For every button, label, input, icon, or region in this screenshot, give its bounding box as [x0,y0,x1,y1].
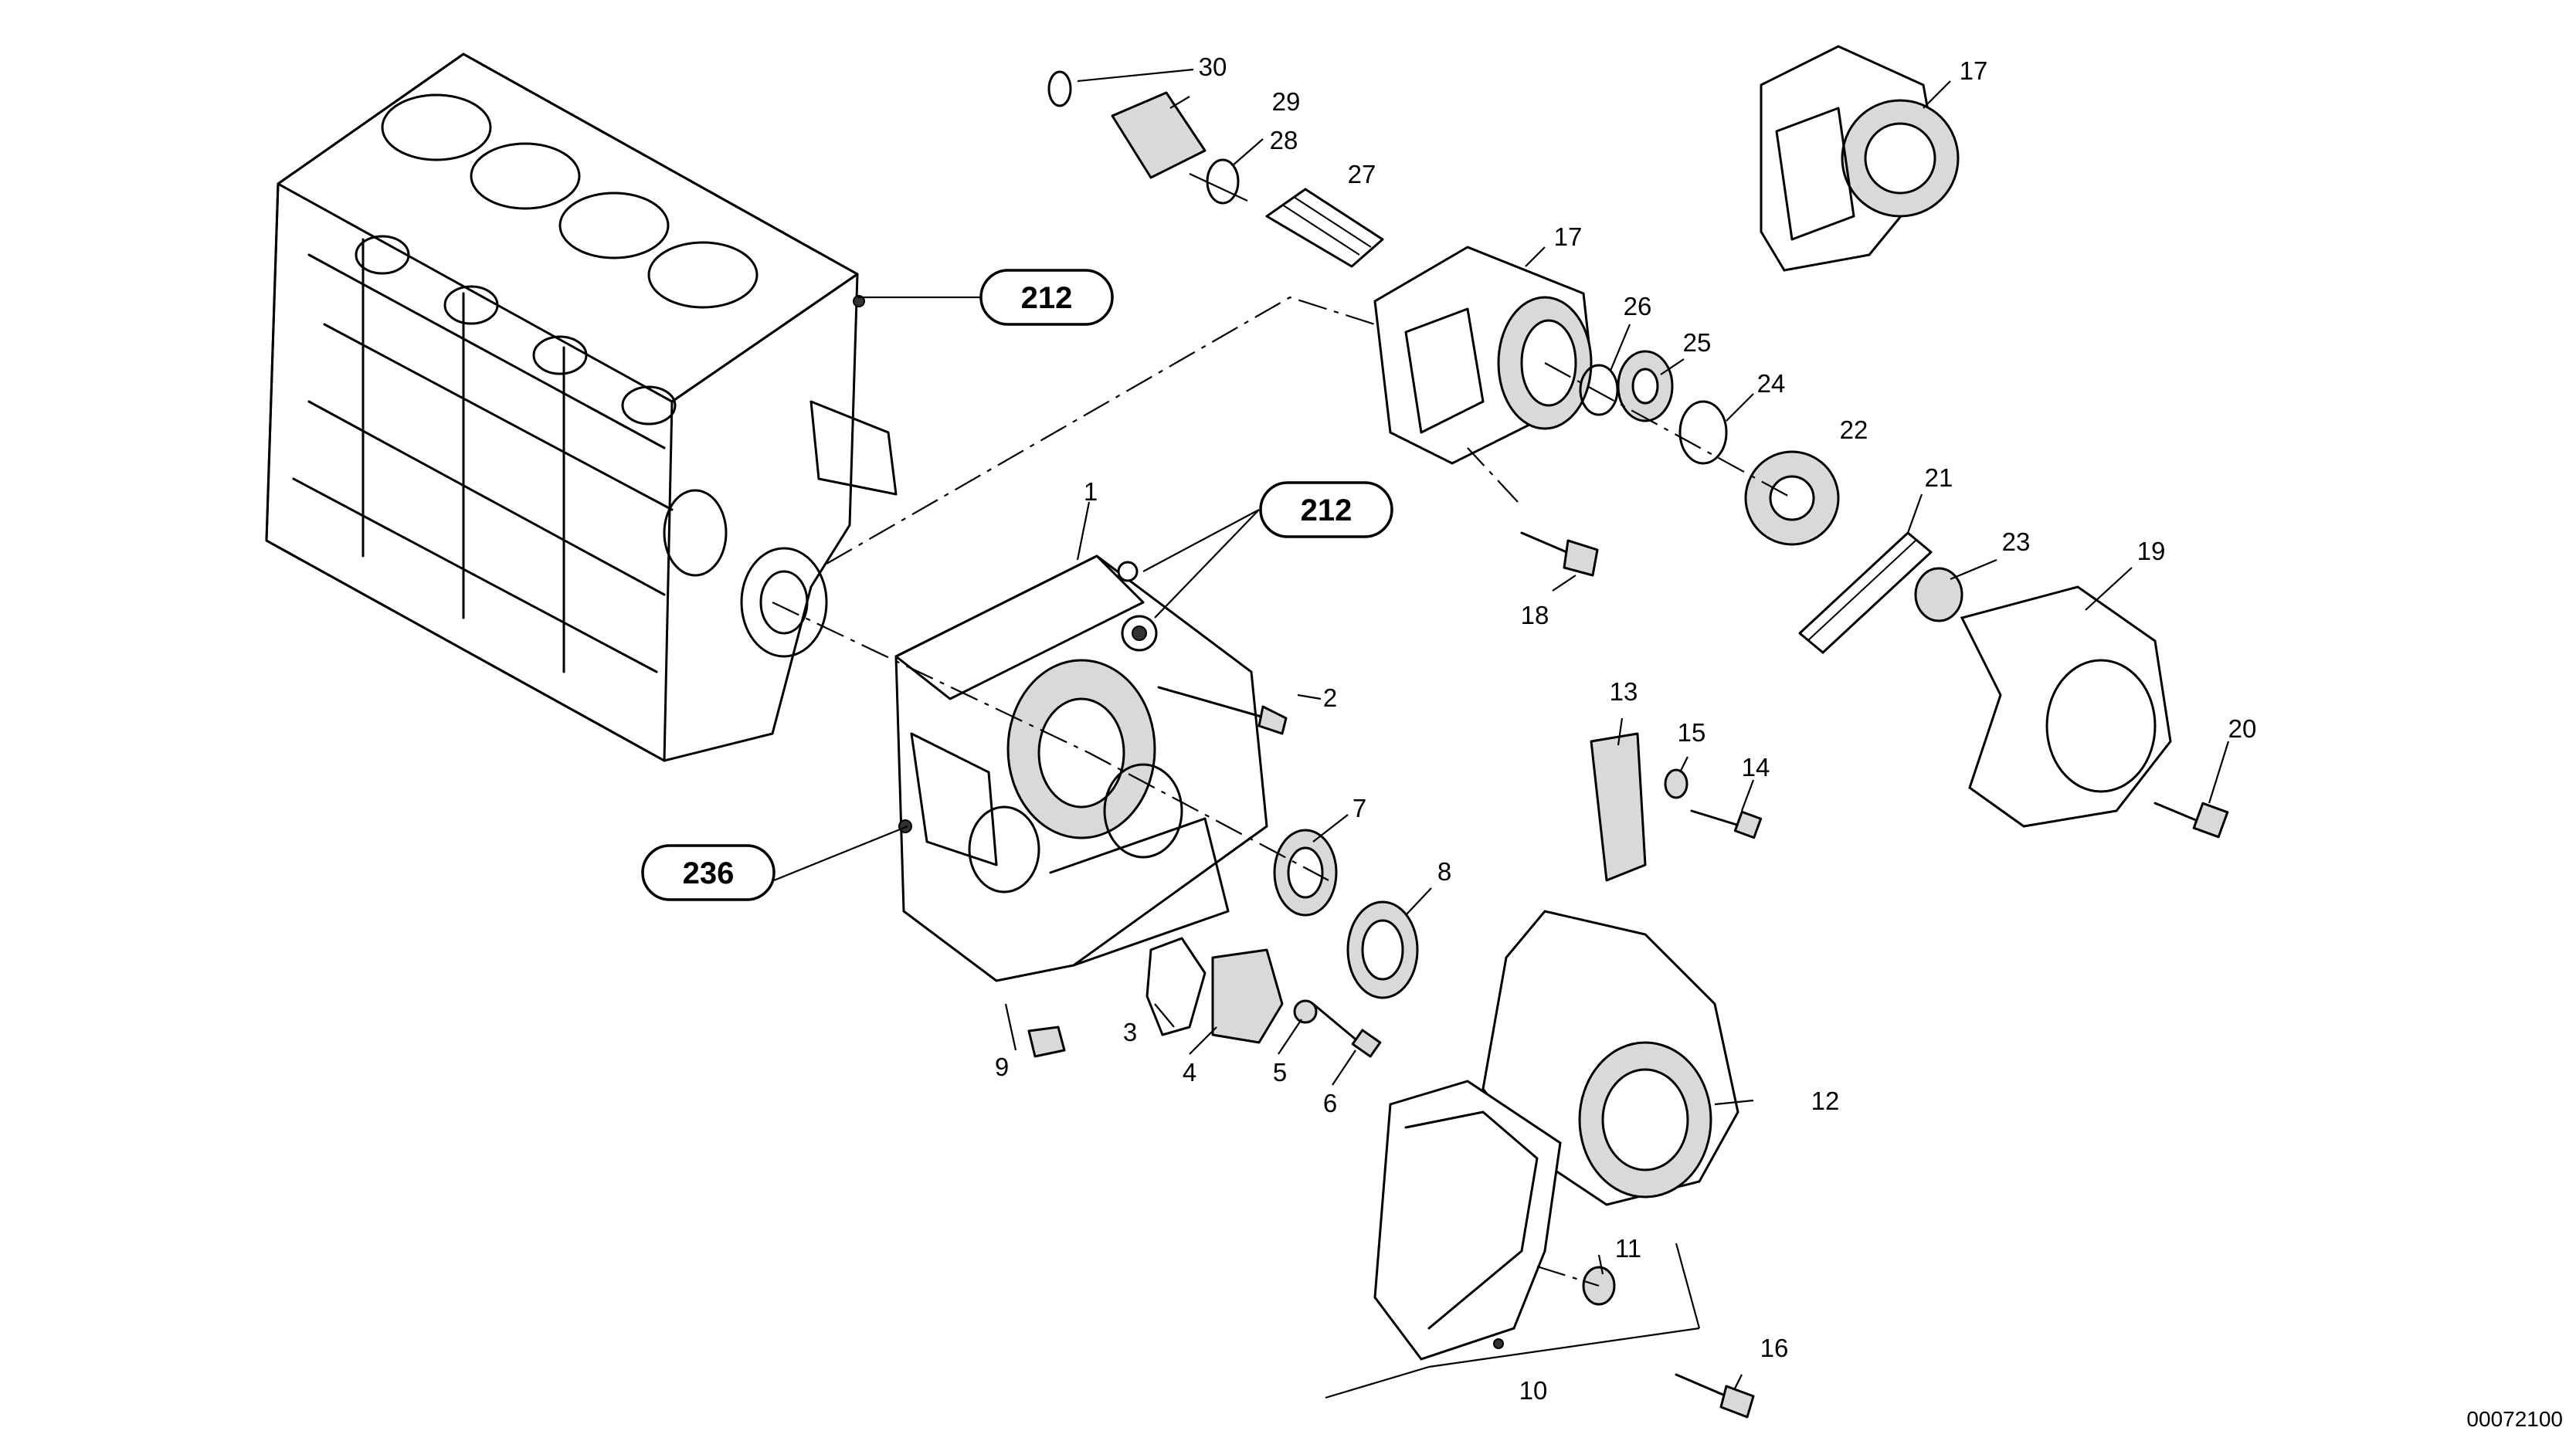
part-label-27: 27 [1348,160,1376,188]
circlip-24-drawing [1678,400,1728,465]
circlip-30-drawing [1047,70,1072,107]
part-label-14: 14 [1742,753,1770,782]
bolt-16-drawing [1675,1373,1755,1419]
axis-line-block-to-pump [826,296,1376,565]
pump-housing-center-drawing [1373,246,1593,465]
part-label-21: 21 [1925,463,1953,492]
washer-5-drawing [1293,999,1318,1024]
axis-line-block-to-cover [772,602,1329,881]
reference-block-212[interactable]: 212 [979,269,1114,326]
part-label-22: 22 [1840,415,1868,444]
reference-pump-236-label: 236 [683,856,735,890]
seal-7-drawing [1273,829,1338,917]
part-label-30: 30 [1199,53,1227,81]
timing-housing-drawing [894,554,1268,982]
part-label-8: 8 [1437,857,1451,886]
seal-8-drawing [1346,900,1419,999]
part-label-5: 5 [1273,1058,1287,1087]
reference-cover-212[interactable]: 212 [1259,481,1393,538]
reference-cover-212-label: 212 [1301,493,1352,527]
part-label-10: 10 [1519,1376,1548,1405]
bolt-20-drawing [2153,802,2229,839]
part-label-18: 18 [1521,601,1549,629]
part-label-9: 9 [995,1053,1009,1081]
engine-block-drawing [265,53,898,762]
part-label-12: 12 [1811,1087,1840,1115]
bolt-18-drawing [1520,531,1599,577]
axis-line-pump-18 [1467,447,1519,503]
reference-block-212-label: 212 [1021,281,1073,315]
screw-6-drawing [1312,1002,1382,1058]
gear-22-drawing [1744,450,1840,546]
bush-29-drawing [1111,91,1207,179]
part-label-15: 15 [1678,718,1706,747]
part-label-13: 13 [1610,677,1638,706]
shaft-27-drawing [1265,188,1384,268]
part-label-17b: 17 [1960,56,1988,85]
part-label-6: 6 [1323,1089,1337,1117]
part-label-17a: 17 [1554,222,1583,251]
part-label-7: 7 [1352,794,1366,822]
cover-19-drawing [1960,585,2172,828]
part-label-3: 3 [1123,1018,1137,1046]
gasket-3-drawing [1145,937,1207,1036]
axis-line-plug-11 [1536,1265,1600,1287]
bolt-2-drawing [1157,686,1288,735]
cover-12-drawing [1481,910,1739,1206]
document-number: 00072100 [2466,1407,2563,1431]
part-label-1: 1 [1084,477,1098,506]
part-label-25: 25 [1683,328,1712,357]
part-label-20: 20 [2228,714,2257,743]
belt-21-drawing [1798,531,1933,654]
pump-housing-top-drawing [1760,45,1960,272]
plug-9-drawing [1027,1026,1066,1058]
part-label-2: 2 [1323,683,1337,712]
part-label-11: 11 [1615,1234,1641,1263]
bearing-25-drawing [1617,350,1674,422]
cover-10-drawing [1373,1080,1562,1361]
part-label-4: 4 [1183,1058,1196,1087]
reference-pump-236[interactable]: 236 [641,844,776,901]
part-label-23: 23 [2002,527,2031,556]
flange-4-drawing [1211,948,1284,1044]
part-label-19: 19 [2137,537,2166,565]
part-label-28: 28 [1270,126,1298,154]
part-label-16: 16 [1760,1334,1789,1362]
part-label-24: 24 [1757,369,1786,398]
circlip-28-drawing [1206,158,1240,205]
leader-lines [773,68,2230,1399]
part-label-26: 26 [1624,292,1652,320]
part-label-29: 29 [1272,87,1301,116]
cap-23-drawing [1914,567,1963,622]
part-number-labels: 1 2 3 4 5 6 7 8 9 10 11 12 13 14 15 16 1… [995,53,2257,1405]
washer-15-drawing [1664,768,1688,799]
bracket-13-drawing [1590,732,1647,882]
screw-14-drawing [1690,809,1763,839]
